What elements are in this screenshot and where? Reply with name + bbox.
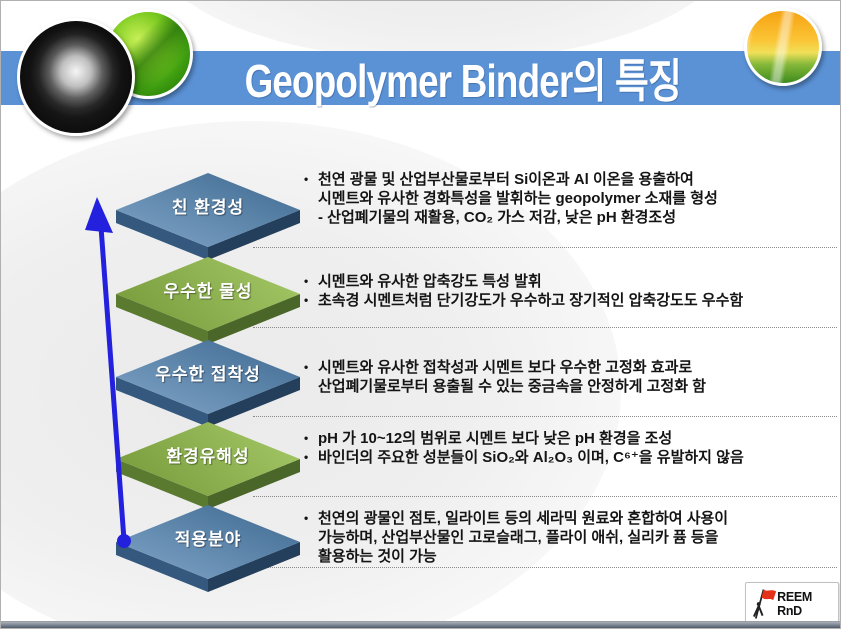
bullet-line: 산업폐기물로부터 용출될 수 있는 중금속을 안정하게 고정화 함: [304, 377, 839, 396]
bullet-line: • 초속경 시멘트처럼 단기강도가 우수하고 장기적인 압축강도도 우수함: [304, 291, 839, 310]
bullet-icon: •: [304, 431, 309, 445]
bullet-line: • pH 가 10~12의 범위로 시멘트 보다 낮은 pH 환경을 조성: [304, 429, 839, 448]
separator-line: [253, 496, 837, 497]
bullet-icon: •: [304, 172, 309, 186]
diamond-shape-icon: [116, 505, 300, 592]
bullet-text: 시멘트와 유사한 접착성과 시멘트 보다 우수한 고정화 효과로: [318, 359, 693, 376]
bullet-line: 가능하며, 산업부산물인 고로슬래그, 플라이 애쉬, 실리카 퓸 등을: [304, 528, 839, 547]
bullet-text: 시멘트와 유사한 경화특성을 발휘하는 geopolymer 소재를 형성: [318, 190, 718, 207]
bullet-text: pH 가 10~12의 범위로 시멘트 보다 낮은 pH 환경을 조성: [318, 430, 673, 447]
upward-arrow: [85, 197, 131, 548]
separator-line: [253, 567, 837, 568]
bullet-text: 바인더의 주요한 성분들이 SiO₂와 Al₂O₃ 이며, C⁶⁺을 유발하지 …: [318, 449, 744, 466]
bullet-text: 시멘트와 유사한 압축강도 특성 발휘: [318, 273, 542, 290]
bullet-line: • 시멘트와 유사한 압축강도 특성 발휘: [304, 272, 839, 291]
bullet-text: - 산업폐기물의 재활용, CO₂ 가스 저감, 낮은 pH 환경조성: [318, 209, 677, 226]
layer-label: 환경유해성: [166, 447, 250, 466]
bullet-line: • 천연의 광물인 점토, 일라이트 등의 세라믹 원료와 혼합하여 사용이: [304, 509, 839, 528]
diamond-shape-icon: [116, 340, 300, 427]
reem-rnd-logo: REEM RnD: [745, 582, 839, 626]
separator-line: [253, 327, 837, 328]
layer-environmental-hazard: 환경유해성: [113, 418, 303, 520]
layer-label: 우수한 접착성: [155, 365, 261, 384]
separator-line: [253, 247, 837, 248]
layer-label: 친 환경성: [171, 198, 245, 217]
diamond-shape-icon: [116, 257, 300, 344]
dandelion-photo: [17, 18, 135, 136]
layer-eco-friendly: 친 환경성: [113, 169, 303, 271]
bullet-text: 가능하며, 산업부산물인 고로슬래그, 플라이 애쉬, 실리카 퓸 등을: [318, 529, 719, 546]
layer-label: 적용분야: [174, 530, 242, 549]
bullet-icon: •: [304, 360, 309, 374]
bullet-line: 활용하는 것이 가능: [304, 547, 839, 566]
tulip-photo: [744, 8, 822, 86]
layer-label: 우수한 물성: [163, 282, 253, 301]
layer-adhesion: 우수한 접착성: [113, 336, 303, 438]
background-ellipse-left: [1, 121, 621, 628]
bullet-icon: •: [304, 511, 309, 525]
section-environmental-hazard-text: • pH 가 10~12의 범위로 시멘트 보다 낮은 pH 환경을 조성 • 바인…: [304, 429, 839, 467]
bullet-text: 천연의 광물인 점토, 일라이트 등의 세라믹 원료와 혼합하여 사용이: [318, 510, 729, 527]
bullet-line: • 천연 광물 및 산업부산물로부터 Si이온과 Al 이온을 용출하여: [304, 170, 839, 189]
section-application-fields-text: • 천연의 광물인 점토, 일라이트 등의 세라믹 원료와 혼합하여 사용이 가능…: [304, 509, 839, 566]
layer-physical-properties: 우수한 물성: [113, 253, 303, 355]
bullet-icon: •: [304, 293, 309, 307]
section-eco-friendly-text: • 천연 광물 및 산업부산물로부터 Si이온과 Al 이온을 용출하여 시멘트와…: [304, 170, 839, 227]
bullet-text: 산업폐기물로부터 용출될 수 있는 중금속을 안정하게 고정화 함: [318, 378, 706, 395]
bullet-line: - 산업폐기물의 재활용, CO₂ 가스 저감, 낮은 pH 환경조성: [304, 208, 839, 227]
section-adhesion-text: • 시멘트와 유사한 접착성과 시멘트 보다 우수한 고정화 효과로 산업폐기물로…: [304, 358, 839, 396]
title-wrap: Geopolymer Binder의 특징: [181, 51, 745, 107]
section-physical-properties-text: • 시멘트와 유사한 압축강도 특성 발휘 • 초속경 시멘트처럼 단기강도가 우수…: [304, 272, 839, 310]
bullet-text: 활용하는 것이 가능: [318, 548, 437, 565]
bullet-line: 시멘트와 유사한 경화특성을 발휘하는 geopolymer 소재를 형성: [304, 189, 839, 208]
bullet-line: • 시멘트와 유사한 접착성과 시멘트 보다 우수한 고정화 효과로: [304, 358, 839, 377]
bullet-line: • 바인더의 주요한 성분들이 SiO₂와 Al₂O₃ 이며, C⁶⁺을 유발하지…: [304, 448, 839, 467]
separator-line: [253, 416, 837, 417]
page-title: Geopolymer Binder의 특징: [244, 55, 682, 107]
bottom-bar: [1, 621, 840, 628]
bullet-text: 천연 광물 및 산업부산물로부터 Si이온과 Al 이온을 용출하여: [318, 171, 694, 188]
diamond-shape-icon: [116, 173, 300, 260]
layer-application-fields: 적용분야: [113, 501, 303, 603]
diamond-shape-icon: [116, 422, 300, 509]
logo-text: REEM RnD: [777, 590, 813, 618]
bullet-icon: •: [304, 274, 309, 288]
bullet-icon: •: [304, 450, 309, 464]
bullet-text: 초속경 시멘트처럼 단기강도가 우수하고 장기적인 압축강도도 우수함: [318, 292, 744, 309]
flag-icon: [752, 589, 777, 619]
